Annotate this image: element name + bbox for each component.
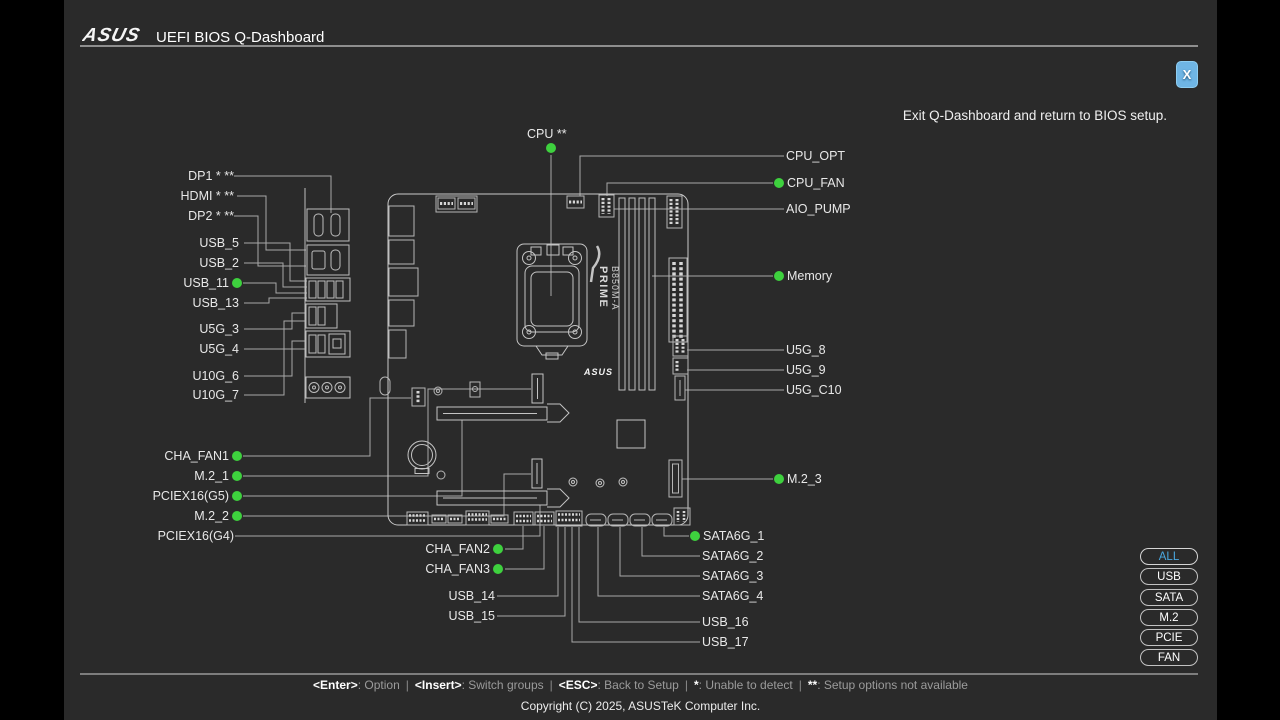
connector-label-usb17[interactable]: USB_17 [702,635,749,649]
connector-label-dp1[interactable]: DP1 * ** [188,169,234,183]
connector-label-u10g6[interactable]: U10G_6 [192,369,239,383]
header-divider [80,45,1198,47]
hint-desc: : Switch groups [461,678,544,692]
hint-key: <Enter> [313,678,358,692]
connector-label-u5g8[interactable]: U5G_8 [786,343,826,357]
filter-button-sata[interactable]: SATA [1140,589,1198,606]
hint-desc: : Unable to detect [698,678,793,692]
connector-label-usb16[interactable]: USB_16 [702,615,749,629]
status-dot [232,491,242,501]
connector-label-cpu[interactable]: CPU ** [527,127,567,141]
connector-label-m21[interactable]: M.2_1 [194,469,242,483]
filter-button-all[interactable]: ALL [1140,548,1198,565]
footer-divider [80,673,1198,675]
connector-label-usb13[interactable]: USB_13 [192,296,239,310]
status-dot [774,271,784,281]
status-dot [232,278,242,288]
status-dot [232,511,242,521]
filter-button-fan[interactable]: FAN [1140,649,1198,666]
hint-key: <ESC> [558,678,598,692]
status-dot [774,474,784,484]
hint-desc: : Option [357,678,400,692]
hint-key: <Insert> [414,678,462,692]
connector-label-hdmi[interactable]: HDMI * ** [180,189,234,203]
status-dot [774,178,784,188]
connector-label-cpufan[interactable]: CPU_FAN [774,176,845,190]
hint-key: ** [807,678,818,692]
connector-label-pciex16g4[interactable]: PCIEX16(G4) [157,529,234,543]
connector-label-sata4[interactable]: SATA6G_4 [702,589,764,603]
page-title: UEFI BIOS Q-Dashboard [156,29,325,46]
connector-label-u5g3[interactable]: U5G_3 [199,322,239,336]
status-dot [493,564,503,574]
connector-label-u5g4[interactable]: U5G_4 [199,342,239,356]
connector-label-usb15[interactable]: USB_15 [448,609,495,623]
connector-label-chafan3[interactable]: CHA_FAN3 [425,562,503,576]
filter-button-usb[interactable]: USB [1140,568,1198,585]
connector-label-u10g7[interactable]: U10G_7 [192,388,239,402]
connector-label-usb11[interactable]: USB_11 [183,276,242,290]
hint-key: * [693,678,699,692]
filter-button-pcie[interactable]: PCIE [1140,629,1198,646]
connector-label-chafan2[interactable]: CHA_FAN2 [425,542,503,556]
keyboard-hint-bar: <Enter>: Option|<Insert>: Switch groups|… [313,678,968,692]
connector-label-usb2[interactable]: USB_2 [199,256,239,270]
connector-label-memory[interactable]: Memory [774,269,832,283]
hint-desc: : Setup options not available [817,678,968,692]
connector-label-sata3[interactable]: SATA6G_3 [702,569,764,583]
copyright-text: Copyright (C) 2025, ASUSTeK Computer Inc… [520,699,761,713]
close-button[interactable]: X [1176,61,1198,88]
connector-label-chafan1[interactable]: CHA_FAN1 [164,449,242,463]
connector-label-sata1[interactable]: SATA6G_1 [690,529,764,543]
status-dot [232,451,242,461]
connector-label-m23[interactable]: M.2_3 [774,472,822,486]
connector-label-pciex16g5[interactable]: PCIEX16(G5) [153,489,242,503]
status-dot [690,531,700,541]
connector-label-dp2[interactable]: DP2 * ** [188,209,234,223]
status-dot [493,544,503,554]
connector-label-aiopump[interactable]: AIO_PUMP [786,202,851,216]
filter-button-m2[interactable]: M.2 [1140,609,1198,626]
exit-hint-text: Exit Q-Dashboard and return to BIOS setu… [902,108,1167,123]
connector-label-cpuopt[interactable]: CPU_OPT [786,149,846,163]
connector-label-usb5[interactable]: USB_5 [199,236,239,250]
hint-desc: : Back to Setup [597,678,679,692]
connector-label-u5gc10[interactable]: U5G_C10 [786,383,842,397]
status-dot [232,471,242,481]
cpu-status-dot [546,143,556,153]
connector-label-m22[interactable]: M.2_2 [194,509,242,523]
connector-label-sata2[interactable]: SATA6G_2 [702,549,764,563]
connector-label-u5g9[interactable]: U5G_9 [786,363,826,377]
connector-label-usb14[interactable]: USB_14 [448,589,495,603]
